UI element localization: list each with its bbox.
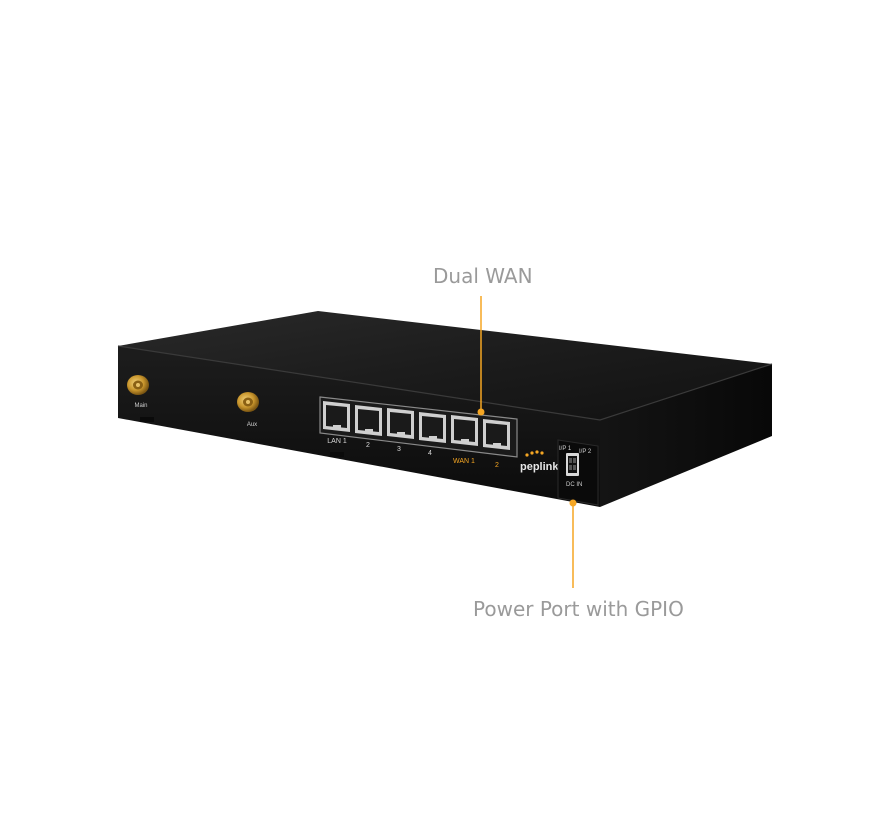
chassis-side [600, 364, 772, 507]
rj45-port-wan2 [483, 419, 510, 450]
rj45-port-lan3 [387, 408, 414, 439]
chassis-top [118, 311, 772, 420]
rj45-port-lan4 [419, 412, 446, 443]
antenna-connector-aux [237, 392, 259, 412]
rj45-port-lan2 [355, 405, 382, 436]
port-label-lan1: LAN 1 [327, 438, 347, 445]
port-label-lan4: 4 [428, 450, 432, 457]
port-label-wan1: WAN 1 [453, 458, 475, 465]
gpio-label-2: I/P 2 [579, 449, 592, 455]
callout-dot-dual-wan [477, 408, 485, 416]
dc-in-label: DC IN [566, 482, 582, 488]
port-label-lan3: 3 [397, 446, 401, 453]
callout-dot-power-port [569, 499, 577, 507]
gpio-label-1: I/P 1 [559, 446, 572, 452]
brand-wordmark: peplink [520, 461, 559, 473]
callout-power-port: Power Port with GPIO [473, 597, 684, 621]
antenna-connector-main [127, 375, 149, 395]
antenna-label-main: Main [134, 403, 147, 409]
port-label-wan2: 2 [495, 462, 499, 469]
power-gpio-connector [566, 453, 579, 476]
rj45-port-wan1 [451, 415, 478, 446]
peplink-logo: peplink [520, 450, 559, 473]
antenna-label-aux: Aux [247, 422, 257, 428]
port-label-lan2: 2 [366, 442, 370, 449]
rj45-port-lan1 [323, 401, 350, 432]
callout-dual-wan: Dual WAN [433, 264, 533, 288]
